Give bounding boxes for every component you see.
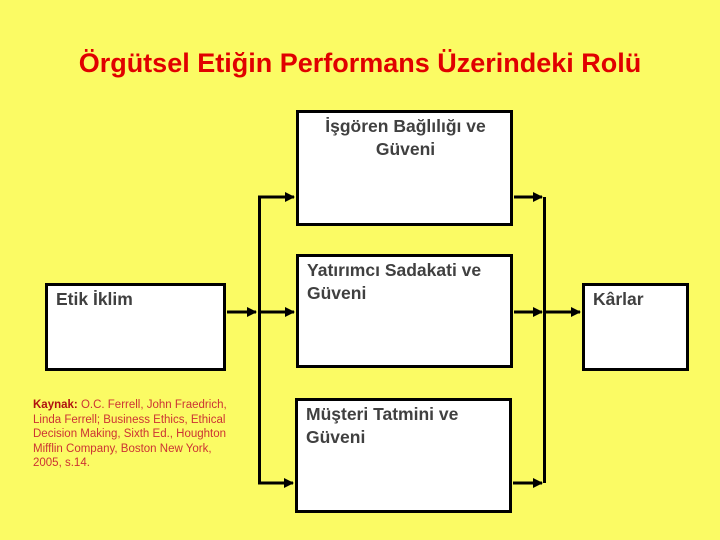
source-citation-label: Kaynak:: [33, 399, 78, 411]
diagram-node-isgoren-bagliligi: İşgören Bağlılığı ve Güveni: [296, 110, 513, 226]
diagram-node-musteri-tatmini: Müşteri Tatmini ve Güveni: [295, 398, 512, 513]
diagram-node-etik-iklim: Etik İklim: [45, 283, 226, 371]
diagram-node-yatirimci-sadakati: Yatırımcı Sadakati ve Güveni: [296, 254, 513, 368]
page-title: Örgütsel Etiğin Performans Üzerindeki Ro…: [78, 48, 642, 78]
diagram-node-karlar: Kârlar: [582, 283, 689, 371]
source-citation-text: O.C. Ferrell, John Fraedrich, Linda Ferr…: [33, 399, 227, 469]
source-citation: Kaynak: O.C. Ferrell, John Fraedrich, Li…: [33, 398, 235, 471]
